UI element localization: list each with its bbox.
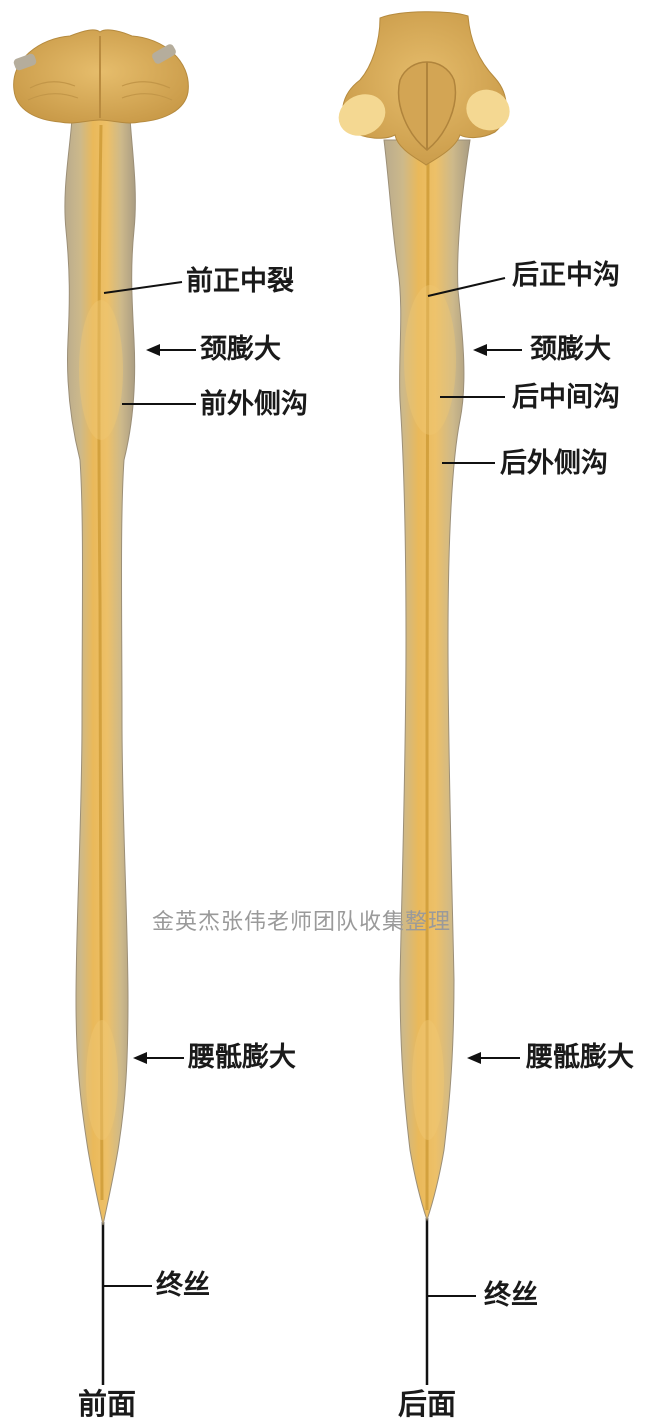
label-back-cervical-enlargement: 颈膨大 xyxy=(530,334,611,365)
back-view xyxy=(338,11,522,1385)
label-posterolateral-sulcus: 后外侧沟 xyxy=(500,448,608,479)
front-median-fissure xyxy=(97,124,104,1201)
label-front-filum-terminale: 终丝 xyxy=(156,1270,210,1301)
front-arrow-lumbosacral xyxy=(133,1052,147,1064)
label-posterior-intermediate-sulcus: 后中间沟 xyxy=(512,382,620,413)
label-anterolateral-sulcus: 前外侧沟 xyxy=(200,389,308,420)
front-arrow-cervical xyxy=(146,344,160,356)
caption-front-view: 前面 xyxy=(78,1387,137,1421)
label-front-cervical-enlargement: 颈膨大 xyxy=(200,334,281,365)
back-leader-median-sulcus xyxy=(427,277,506,297)
back-peduncle-cut-right xyxy=(466,89,510,131)
watermark-text: 金英杰张伟老师团队收集整理 xyxy=(152,910,452,935)
front-leader-median-fissure xyxy=(103,281,183,294)
back-arrow-lumbosacral xyxy=(467,1052,481,1064)
label-front-lumbosacral-enlargement: 腰骶膨大 xyxy=(188,1042,296,1073)
back-median-sulcus xyxy=(424,149,430,1211)
label-anterior-median-fissure: 前正中裂 xyxy=(186,266,294,297)
front-view xyxy=(13,29,196,1385)
front-lumbosacral-enlargement xyxy=(86,1020,118,1140)
label-back-filum-terminale: 终丝 xyxy=(484,1280,538,1311)
caption-back-view: 后面 xyxy=(398,1387,457,1421)
back-lumbosacral-enlargement xyxy=(412,1020,444,1140)
front-nerve-stub-left xyxy=(13,53,37,71)
label-back-lumbosacral-enlargement: 腰骶膨大 xyxy=(526,1042,634,1073)
back-cervical-enlargement xyxy=(404,285,456,435)
back-peduncle-cut-left xyxy=(338,94,386,136)
label-posterior-median-sulcus: 后正中沟 xyxy=(512,260,620,291)
front-pons-striations xyxy=(27,81,173,101)
front-cervical-enlargement xyxy=(79,300,123,440)
back-arrow-cervical xyxy=(473,344,487,356)
front-nerve-stub-right xyxy=(152,44,176,64)
